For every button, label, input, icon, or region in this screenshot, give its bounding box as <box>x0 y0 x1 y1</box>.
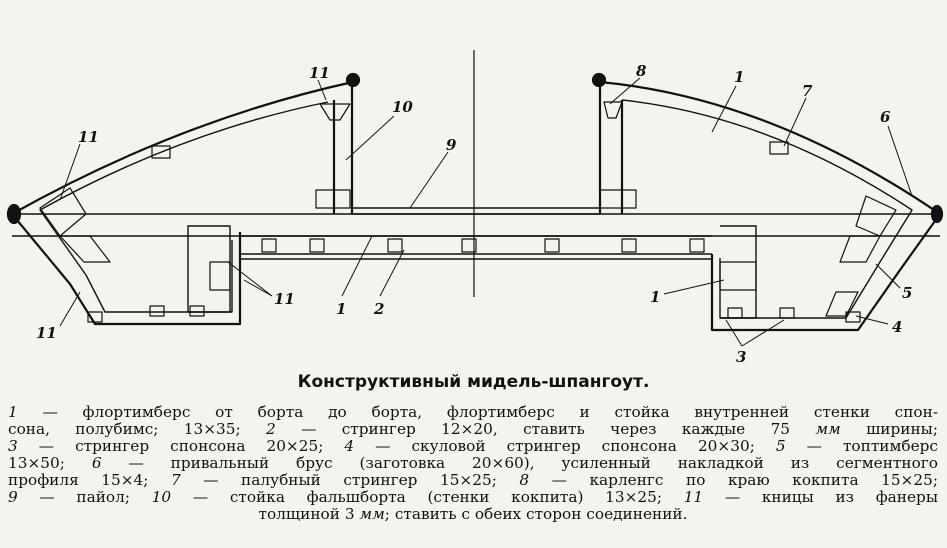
caption-line: 9 — пайол; 10 — стойка фальшборта (стенк… <box>8 489 938 506</box>
caption-text: профиля 15×4; <box>8 471 171 489</box>
caption-text: 13×50; <box>8 454 92 472</box>
caption-item-marker: 6 <box>91 454 102 472</box>
left-bulwark-post <box>332 84 354 214</box>
caption-text: — стойка фальшборта (стенки кокпита) 13×… <box>171 488 684 506</box>
callout-2: 2 <box>373 300 384 318</box>
caption-item-marker: 3 <box>8 437 18 455</box>
caption-item-marker: мм <box>359 505 385 523</box>
caption-text: — привальный брус (заготовка 20×60), уси… <box>101 454 939 472</box>
caption-item-marker: 7 <box>170 471 181 489</box>
left-inner-post <box>187 225 231 313</box>
callout-11: 11 <box>274 290 295 308</box>
callout-1: 1 <box>734 68 744 86</box>
figure-caption: 1 — флортимберс от борта до борта, флорт… <box>8 404 938 523</box>
callout-6: 6 <box>880 108 891 126</box>
right-inner-post <box>720 225 757 319</box>
caption-item-marker: 5 <box>775 437 786 455</box>
caption-item-marker: мм <box>815 420 841 438</box>
callout-9: 9 <box>446 136 457 154</box>
caption-item-marker: 2 <box>266 420 276 438</box>
callout-7: 7 <box>802 82 813 100</box>
caption-line: сона, полубимс; 13×35; 2 — стрингер 12×2… <box>8 421 938 438</box>
callout-11: 11 <box>78 128 99 146</box>
callout-1: 1 <box>650 288 660 306</box>
left-chine-rubbing <box>6 203 22 225</box>
caption-line: толщиной 3 мм; ставить с обеих сторон со… <box>8 506 938 523</box>
caption-item-marker: 1 <box>8 403 18 421</box>
knee <box>315 101 637 209</box>
caption-line: 1 — флортимберс от борта до борта, флорт… <box>8 404 938 421</box>
right-chine-rubbing <box>930 204 944 224</box>
caption-text: толщиной 3 <box>258 505 360 523</box>
caption-item-marker: 11 <box>683 488 704 506</box>
caption-item-marker: 9 <box>8 488 18 506</box>
right-rail-knob <box>591 72 607 88</box>
left-sponson-hull <box>10 80 354 326</box>
caption-text: — стрингер 12×20, ставить через каждые 7… <box>275 420 816 438</box>
caption-text: ширины; <box>840 420 939 438</box>
bottom-planking <box>240 235 712 260</box>
caption-text: — карленгс по краю кокпита 15×25; <box>529 471 938 489</box>
caption-line: профиля 15×4; 7 — палубный стрингер 15×2… <box>8 472 938 489</box>
sponson-stringers <box>87 141 861 323</box>
caption-item-marker: 4 <box>344 437 355 455</box>
caption-text: — стрингер спонсона 20×25; <box>17 437 345 455</box>
caption-text: — палубный стрингер 15×25; <box>180 471 520 489</box>
caption-text: ; ставить с обеих сторон соединений. <box>384 505 688 523</box>
caption-text: — флортимберс от борта до борта, флортим… <box>17 403 938 421</box>
caption-text: сона, полубимс; 13×35; <box>8 420 267 438</box>
callout-3: 3 <box>736 348 746 366</box>
caption-text: — пайол; <box>17 488 152 506</box>
floor-timber <box>12 213 940 237</box>
callout-11: 11 <box>36 324 57 342</box>
knee <box>209 261 859 317</box>
callout-10: 10 <box>392 98 413 116</box>
right-sponson-inner <box>621 99 913 319</box>
left-sponson-inner <box>39 101 329 313</box>
caption-line: 13×50; 6 — привальный брус (заготовка 20… <box>8 455 938 472</box>
caption-item-marker: 8 <box>519 471 530 489</box>
knee <box>39 187 897 263</box>
cockpit-floor <box>352 207 600 215</box>
callout-4: 4 <box>892 318 902 336</box>
caption-text: — топтимберс <box>785 437 938 455</box>
callout-11: 11 <box>309 64 330 82</box>
left-rail-knob <box>345 72 361 88</box>
callout-5: 5 <box>902 284 912 302</box>
midship-section-drawing: 11 10 9 8 1 7 6 11 11 1 2 1 5 4 11 3 <box>6 50 944 366</box>
caption-item-marker: 10 <box>151 488 172 506</box>
callout-8: 8 <box>636 62 647 80</box>
caption-line: 3 — стрингер спонсона 20×25; 4 — скулово… <box>8 438 938 455</box>
bottom-stringers <box>261 238 705 253</box>
figure-title: Конструктивный мидель-шпангоут. <box>297 372 650 392</box>
leader-lines <box>59 77 913 347</box>
callout-1: 1 <box>336 300 346 318</box>
caption-text: — скуловой стрингер спонсона 20×30; <box>354 437 776 455</box>
caption-text: — кницы из фанеры <box>703 488 938 506</box>
